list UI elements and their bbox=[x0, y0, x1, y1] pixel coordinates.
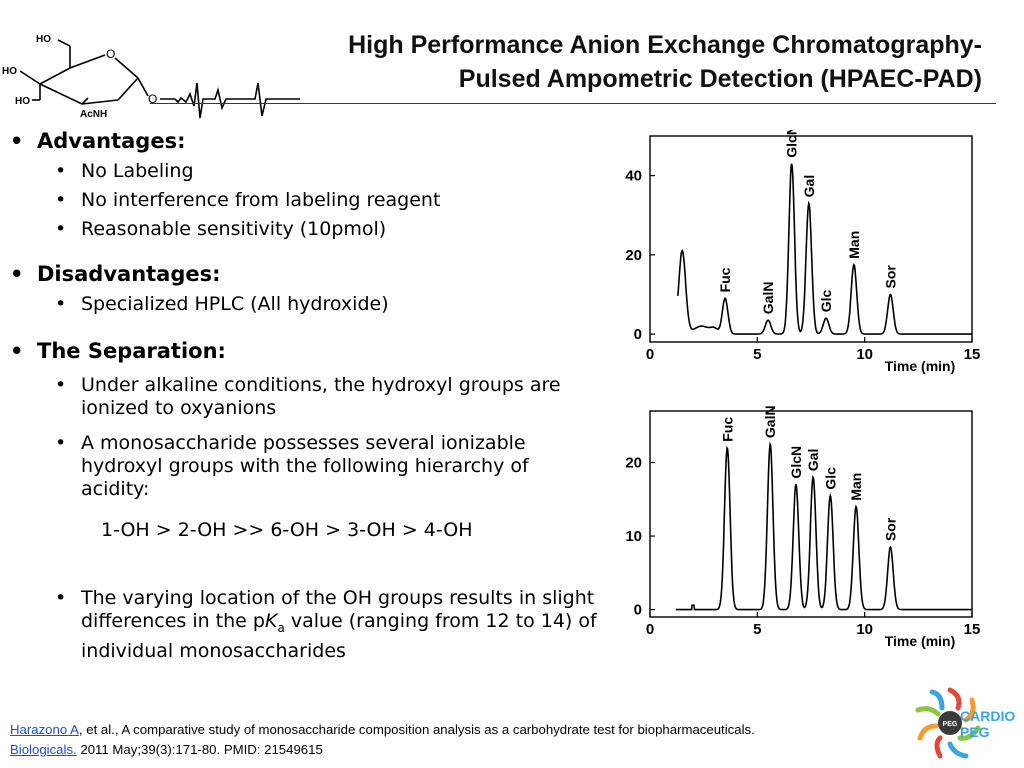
slide-title: High Performance Anion Exchange Chromato… bbox=[242, 28, 982, 96]
plot-frame bbox=[649, 410, 973, 618]
x-tick-label: 10 bbox=[856, 346, 873, 363]
y-tick-label: 10 bbox=[625, 528, 642, 545]
bullet-icon: • bbox=[10, 339, 24, 363]
molecule-label-ho-top: HO bbox=[36, 34, 51, 45]
bullet-icon: • bbox=[55, 432, 67, 454]
x-tick-label: 0 bbox=[646, 621, 654, 638]
cardiopeg-brand-name: CARDIO PEG bbox=[960, 708, 1016, 740]
bullet-icon: • bbox=[55, 587, 67, 609]
peak-label-galn: GalN bbox=[760, 282, 776, 315]
molecule-label-ring-o: O bbox=[106, 47, 115, 61]
title-divider bbox=[150, 103, 996, 104]
slide-title-line2: Pulsed Ampometric Detection (HPAEC-PAD) bbox=[458, 65, 982, 93]
x-tick-label: 15 bbox=[964, 621, 981, 638]
molecule-label-ho-bottom: HO bbox=[15, 96, 30, 107]
x-tick-label: 5 bbox=[753, 346, 761, 363]
x-tick-label: 10 bbox=[856, 621, 873, 638]
peak-label-fuc: Fuc bbox=[717, 267, 733, 292]
peak-label-galn: GalN bbox=[762, 405, 778, 438]
x-tick-label: 0 bbox=[646, 346, 654, 363]
x-axis-label: Time (min) bbox=[885, 358, 956, 374]
chromatogram-trace bbox=[677, 163, 972, 335]
slide-title-line1: High Performance Anion Exchange Chromato… bbox=[348, 31, 982, 59]
y-tick-label: 0 bbox=[634, 326, 642, 343]
y-tick-label: 40 bbox=[625, 168, 642, 185]
x-tick-label: 15 bbox=[964, 346, 981, 363]
peak-label-sor: Sor bbox=[882, 517, 898, 541]
y-tick-label: 20 bbox=[625, 455, 642, 472]
peak-label-man: Man bbox=[848, 473, 864, 501]
y-tick-label: 20 bbox=[625, 247, 642, 264]
peak-label-glcn: GlcN bbox=[784, 130, 800, 158]
bullet-icon: • bbox=[10, 129, 24, 153]
acidity-hierarchy: 1-OH > 2-OH >> 6-OH > 3-OH > 4-OH bbox=[101, 519, 473, 541]
molecule-label-acnh: AcNH bbox=[80, 109, 107, 120]
bullet-icon: • bbox=[10, 262, 24, 286]
y-tick-label: 0 bbox=[634, 602, 642, 619]
pka-sub: a bbox=[277, 620, 285, 635]
molecule-label-ho-left: HO bbox=[2, 66, 17, 77]
bullet-icon: • bbox=[55, 218, 67, 240]
logo-badge-text: PEG bbox=[943, 721, 958, 728]
pka-k: K bbox=[264, 610, 278, 632]
peak-label-sor: Sor bbox=[882, 265, 898, 289]
peak-label-glc: Glc bbox=[818, 289, 834, 312]
peak-label-glc: Glc bbox=[822, 467, 838, 490]
chromatogram-trace bbox=[675, 441, 972, 611]
bullet-icon: • bbox=[55, 160, 67, 182]
plot-frame bbox=[649, 135, 973, 343]
peak-label-man: Man bbox=[846, 231, 862, 259]
citation-journal-link[interactable]: Biologicals. bbox=[10, 742, 77, 757]
x-axis-label: Time (min) bbox=[885, 633, 956, 649]
bullet-icon: • bbox=[55, 189, 67, 211]
peak-label-fuc: Fuc bbox=[719, 417, 735, 442]
glcnac-structure-logo: HO O HO HO AcNH O bbox=[2, 34, 300, 120]
peak-label-gal: Gal bbox=[805, 449, 821, 472]
molecule-label-glycosidic-o: O bbox=[148, 92, 157, 106]
citation: Harazono A, et al., A comparative study … bbox=[10, 722, 755, 757]
x-tick-label: 5 bbox=[753, 621, 761, 638]
peak-label-glcn: GlcN bbox=[788, 446, 804, 479]
bullet-icon: • bbox=[55, 293, 67, 315]
bullet-icon: • bbox=[55, 374, 67, 396]
peak-label-gal: Gal bbox=[801, 175, 817, 198]
citation-author-link[interactable]: Harazono A bbox=[10, 722, 79, 737]
cardiopeg-logo-icon: PEG bbox=[915, 687, 981, 759]
